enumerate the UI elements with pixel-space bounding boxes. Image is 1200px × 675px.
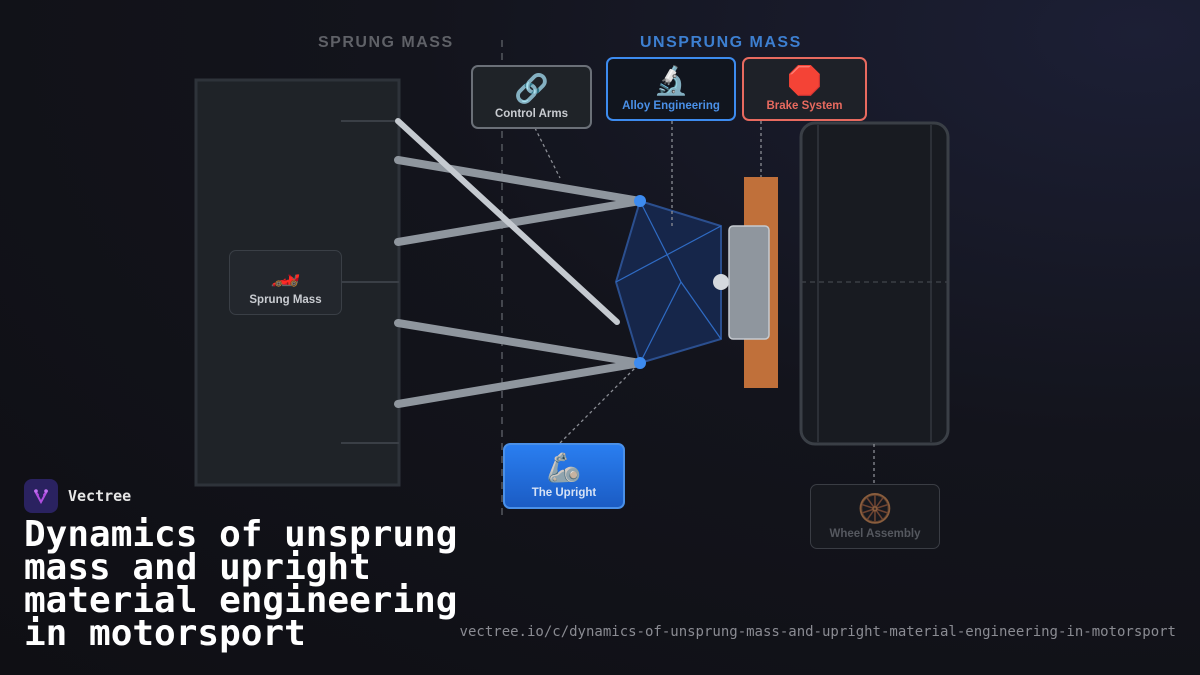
node-label: Sprung Mass: [249, 293, 322, 306]
microscope-icon: 🔬: [653, 65, 689, 96]
node-label: Brake System: [766, 100, 843, 112]
wheel-rim-lines: [817, 125, 932, 442]
race-car-icon: 🏎️: [270, 260, 301, 288]
page-title: Dynamics of unsprung mass and upright ma…: [24, 514, 458, 654]
control-arms: [394, 156, 644, 408]
sprung-mass-heading: SPRUNG MASS: [318, 34, 454, 51]
upper-ball-joint: [634, 195, 646, 207]
upright-body: [614, 199, 722, 365]
lower-arm-front: [394, 319, 644, 367]
node-alloy-engineering[interactable]: 🔬 Alloy Engineering: [606, 57, 736, 121]
unsprung-mass-heading: UNSPRUNG MASS: [640, 34, 802, 51]
upper-arm-front: [394, 156, 644, 205]
node-the-upright[interactable]: 🦾 The Upright: [503, 443, 625, 509]
upper-arm-rear: [394, 197, 644, 246]
connectors: [534, 121, 875, 484]
node-label: Alloy Engineering: [622, 100, 720, 112]
wheel-icon: 🛞: [857, 492, 893, 524]
node-label: Wheel Assembly: [829, 527, 921, 540]
node-control-arms[interactable]: 🔗 Control Arms: [471, 65, 592, 129]
lower-arm-rear: [394, 359, 644, 408]
mechanical-arm-icon: 🦾: [546, 452, 582, 483]
stop-sign-icon: 🛑: [787, 65, 822, 96]
tie-rod: [395, 118, 620, 325]
node-wheel-assembly[interactable]: 🛞 Wheel Assembly: [810, 484, 940, 549]
brake-caliper: [728, 225, 770, 340]
wheel-tyre: [799, 121, 950, 446]
node-label: The Upright: [531, 487, 597, 499]
link-icon: 🔗: [514, 73, 549, 104]
brand: Vectree: [24, 479, 131, 513]
brand-name: Vectree: [68, 487, 132, 505]
chassis-mount-lines: [341, 120, 399, 444]
source-url[interactable]: vectree.io/c/dynamics-of-unsprung-mass-a…: [459, 624, 1176, 640]
node-label: Control Arms: [494, 108, 569, 120]
upright-lattice: [615, 200, 722, 364]
node-brake-system[interactable]: 🛑 Brake System: [742, 57, 867, 121]
node-sprung-mass[interactable]: 🏎️ Sprung Mass: [229, 250, 342, 315]
hub: [713, 274, 729, 290]
vectree-logo-icon: [24, 479, 58, 513]
lower-ball-joint: [634, 357, 646, 369]
